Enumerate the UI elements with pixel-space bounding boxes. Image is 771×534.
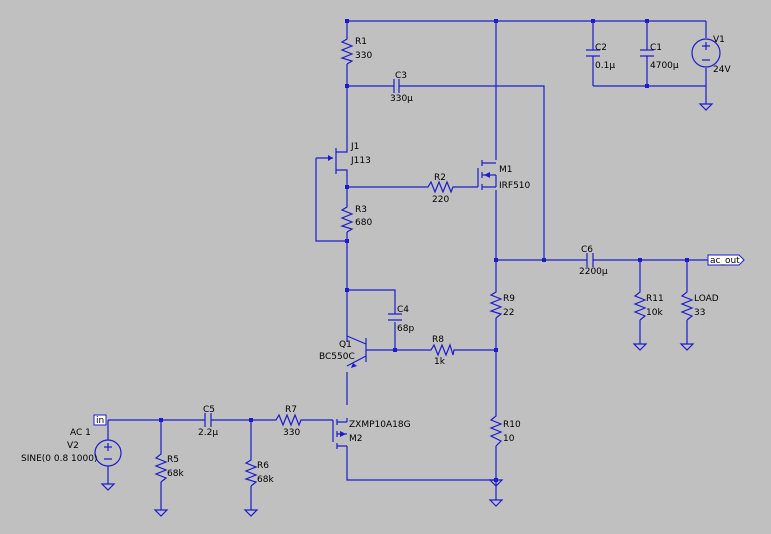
r2-value: 220 (432, 195, 449, 205)
junction-dots (159, 19, 689, 482)
c3-ref: C3 (395, 71, 407, 81)
r10-value: 10 (503, 434, 515, 444)
capacitor-c1-symbol[interactable] (640, 49, 654, 57)
r6-value: 68k (257, 475, 274, 485)
c5-value: 2.2µ (198, 428, 218, 438)
resistor-r2-symbol[interactable] (424, 180, 456, 194)
capacitor-c3-symbol[interactable] (389, 79, 404, 93)
c3-value: 330µ (390, 94, 413, 104)
r5-ref: R5 (167, 455, 179, 465)
q1-ref: Q1 (339, 340, 352, 350)
resistor-r8-symbol[interactable] (427, 343, 456, 357)
resistor-r10-symbol[interactable] (489, 412, 503, 447)
capacitor-c6-symbol[interactable] (580, 253, 600, 267)
r10-ref: R10 (503, 420, 521, 430)
mosfet-m2-symbol[interactable] (332, 418, 348, 452)
resistor-r5-symbol[interactable] (154, 450, 168, 483)
m2-value: ZXMP10A18G (349, 420, 411, 430)
resistor-r11-symbol[interactable] (633, 288, 647, 321)
capacitor-c5-symbol[interactable] (200, 413, 216, 427)
v2-value: SINE(0 0.8 1000) (21, 454, 97, 464)
j1-ref: J1 (350, 142, 359, 152)
c4-value: 68p (397, 324, 414, 334)
r1-ref: R1 (355, 37, 367, 47)
r11-value: 10k (646, 308, 663, 318)
voltage-source-v2-symbol[interactable] (94, 439, 122, 467)
component-labels: R1 330 C3 330µ C2 0.1µ C1 4700µ V1 24V J… (21, 35, 731, 485)
r6-ref: R6 (257, 461, 269, 471)
wire-c3-right (404, 85, 545, 260)
resistor-r6-symbol[interactable] (244, 456, 258, 487)
j1-value: J113 (350, 156, 371, 166)
m1-ref: M1 (499, 165, 513, 175)
wire-c4 (347, 289, 396, 350)
v2-ac: AC 1 (70, 428, 91, 438)
q1-value: BC550C (319, 352, 355, 362)
resistor-r7-symbol[interactable] (272, 413, 304, 427)
resistor-r1-symbol[interactable] (340, 35, 354, 65)
r2-ref: R2 (434, 173, 446, 183)
ground-symbols (100, 103, 714, 517)
r1-value: 330 (355, 51, 372, 61)
v1-ref: V1 (713, 35, 725, 45)
c4-ref: C4 (397, 305, 409, 315)
c1-value: 4700µ (650, 61, 679, 71)
v1-value: 24V (713, 65, 731, 75)
m2-ref: M2 (349, 434, 363, 444)
net-label-in-text: in (96, 416, 104, 426)
r11-ref: R11 (646, 294, 664, 304)
load-ref: LOAD (694, 294, 719, 304)
v2-ref: V2 (67, 441, 79, 451)
c2-value: 0.1µ (595, 61, 615, 71)
capacitor-c4-symbol[interactable] (388, 313, 402, 321)
net-label-ac-out[interactable]: ac_out (707, 254, 745, 266)
r8-ref: R8 (432, 335, 444, 345)
resistor-r3-symbol[interactable] (340, 204, 354, 233)
mosfet-m1-symbol[interactable] (477, 160, 497, 190)
capacitor-c2-symbol[interactable] (586, 49, 600, 57)
net-label-in[interactable]: in (93, 414, 107, 426)
bjt-q1-symbol[interactable] (346, 335, 367, 368)
m1-value: IRF510 (499, 181, 531, 191)
r7-value: 330 (283, 428, 300, 438)
resistor-load-symbol[interactable] (680, 288, 694, 321)
net-label-ac-out-text: ac_out (710, 256, 740, 266)
voltage-source-v1-symbol[interactable] (691, 38, 721, 68)
c6-value: 2200µ (579, 267, 608, 277)
c6-ref: C6 (581, 245, 593, 255)
r9-value: 22 (503, 308, 514, 318)
r5-value: 68k (167, 469, 184, 479)
r8-value: 1k (434, 357, 446, 367)
r3-value: 680 (355, 218, 372, 228)
r7-ref: R7 (285, 405, 297, 415)
r9-ref: R9 (503, 294, 515, 304)
jfet-j1-symbol[interactable] (328, 148, 348, 174)
r3-ref: R3 (355, 205, 367, 215)
load-value: 33 (694, 308, 705, 318)
resistor-r9-symbol[interactable] (489, 288, 503, 319)
c2-ref: C2 (595, 43, 607, 53)
c1-ref: C1 (650, 43, 662, 53)
c5-ref: C5 (203, 405, 215, 415)
